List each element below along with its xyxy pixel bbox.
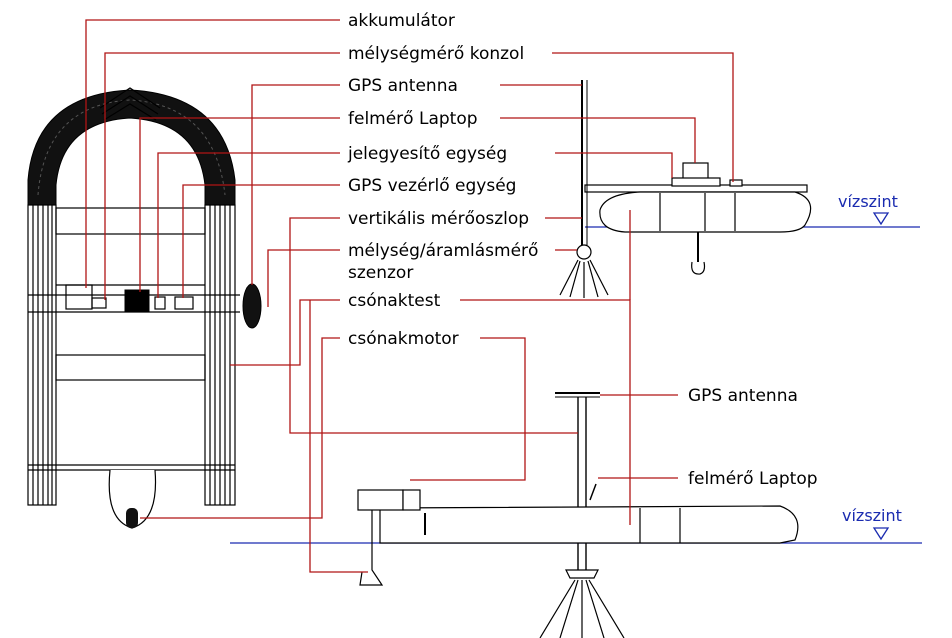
- water-level-triangle-bottom: [872, 527, 890, 541]
- signal-unit-box: [154, 296, 166, 310]
- laptop-box: [124, 289, 150, 313]
- label-melyseg-aramlasmero: mélység/áramlásmérő: [348, 241, 538, 261]
- battery-box: [65, 284, 93, 310]
- leader-lines: [85, 19, 734, 573]
- label-vertikalis-merooszlop: vertikális mérőoszlop: [348, 209, 529, 229]
- bow-chevron: [99, 87, 161, 121]
- label-melysegmero-konzol: mélységmérő konzol: [348, 44, 524, 64]
- side-tube-left: [27, 204, 57, 506]
- side-sensor: [242, 283, 262, 329]
- label-csonakmotor: csónakmotor: [348, 329, 459, 349]
- side-tube-right: [204, 204, 236, 506]
- label-vizszint-bottom: vízszint: [842, 506, 902, 525]
- motor-side-top: [691, 261, 706, 275]
- deck-seat-middle: [55, 354, 206, 381]
- label-jelegyesito-egyseg: jelegyesítő egység: [347, 144, 507, 164]
- water-level-top: vízszint: [838, 192, 898, 226]
- bow-arch: [27, 89, 236, 206]
- hull-bottom: [379, 505, 799, 544]
- label-gps-antenna-bottom: GPS antenna: [688, 386, 798, 406]
- console-box: [91, 297, 107, 309]
- depth-sensor-bottom: [565, 569, 599, 579]
- boat-side-view-bottom: [230, 392, 922, 638]
- boat-top-view: [27, 87, 262, 529]
- label-akkumulator: akkumulátor: [348, 11, 455, 31]
- motor-shaft-bottom: [359, 510, 384, 586]
- sensor-beam-top: [559, 259, 609, 298]
- console-side-top: [729, 179, 743, 187]
- depth-sensor-top: [576, 244, 592, 260]
- water-level-triangle-top: [872, 212, 890, 226]
- signal-unit-side-top: [671, 177, 721, 187]
- label-szenzor: szenzor: [348, 263, 413, 283]
- label-felmero-laptop-top: felmérő Laptop: [348, 109, 478, 129]
- water-level-bottom: vízszint: [842, 506, 902, 541]
- boat-side-view-top: [559, 80, 920, 298]
- gps-controller-box: [174, 296, 194, 310]
- labels: akkumulátor mélységmérő konzol GPS anten…: [347, 11, 818, 489]
- sensor-beam-bottom: [539, 579, 625, 638]
- label-csonaktest: csónaktest: [348, 291, 441, 311]
- deck-seat-top: [55, 207, 206, 235]
- motor-prop: [126, 508, 138, 528]
- label-felmero-laptop-bottom: felmérő Laptop: [688, 469, 818, 489]
- label-gps-vezerlo-egyseg: GPS vezérlő egység: [348, 176, 516, 196]
- bow-arch-inner-lines: [37, 99, 226, 196]
- label-gps-antenna-top: GPS antenna: [348, 76, 458, 96]
- label-vizszint-top: vízszint: [838, 192, 898, 211]
- motor-block-bottom: [357, 489, 404, 511]
